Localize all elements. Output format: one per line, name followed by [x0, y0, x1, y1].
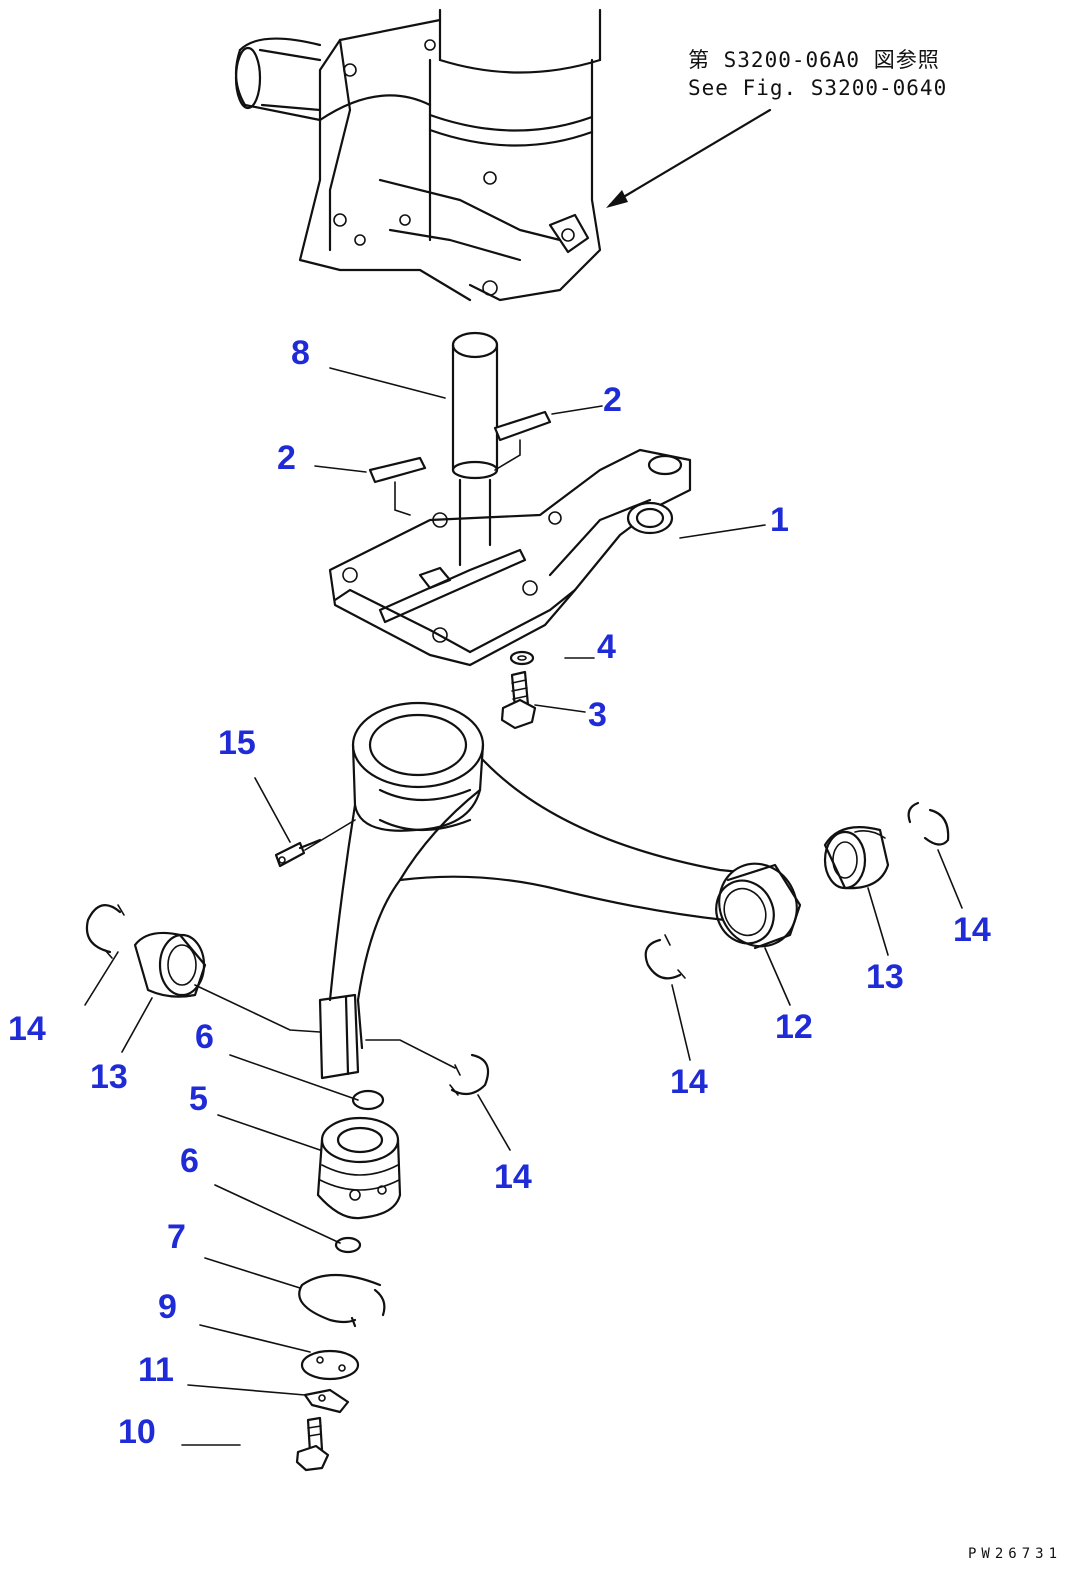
snap-ring-part-14-d	[449, 1053, 490, 1096]
drawing-code: PW26731	[968, 1546, 1063, 1562]
bolt-part-3	[500, 670, 537, 730]
label-part-6-upper: 6	[195, 1018, 214, 1056]
upper-housing	[234, 8, 602, 302]
label-part-2-right: 2	[603, 381, 622, 419]
label-part-8: 8	[291, 334, 310, 372]
reference-arrow	[606, 108, 772, 208]
snap-ring-part-14-b	[907, 801, 950, 846]
o-ring-part-6b	[334, 1236, 362, 1254]
bushing-part-12	[715, 862, 802, 950]
key-part-2b	[493, 410, 552, 442]
label-part-15: 15	[218, 724, 256, 762]
leader-lines	[84, 367, 963, 1446]
plate-part-9	[300, 1349, 360, 1381]
o-ring-part-6a	[351, 1089, 385, 1111]
label-part-4: 4	[597, 628, 616, 666]
washer-part-4	[509, 650, 535, 666]
label-part-11: 11	[138, 1351, 174, 1389]
label-part-1: 1	[770, 501, 789, 539]
label-part-14-lower: 14	[494, 1158, 532, 1196]
bushing-part-13-left	[133, 931, 207, 998]
bolt-part-10	[295, 1416, 330, 1472]
steering-arm-part-1	[328, 448, 692, 667]
grease-fitting-part-15	[274, 838, 322, 868]
lock-washer-part-11	[303, 1388, 350, 1414]
label-part-14-left: 14	[8, 1010, 46, 1048]
pin-part-8	[451, 331, 499, 567]
label-part-7: 7	[167, 1218, 186, 1256]
lower-arm	[318, 701, 742, 1080]
bushing-part-13-right	[823, 826, 890, 890]
label-part-9: 9	[158, 1288, 177, 1326]
label-part-2-left: 2	[277, 439, 296, 477]
snap-ring-part-14-c	[644, 934, 686, 980]
label-part-3: 3	[588, 696, 607, 734]
ball-joint-part-5	[316, 1116, 402, 1220]
label-part-6-lower: 6	[180, 1142, 199, 1180]
label-part-5: 5	[189, 1080, 208, 1118]
reference-note-en: See Fig. S3200-0640	[688, 76, 948, 100]
label-part-12: 12	[775, 1008, 813, 1046]
key-part-2a	[368, 456, 427, 484]
circlip-part-7	[298, 1273, 386, 1328]
reference-note-jp: 第 S3200-06A0 図参照	[688, 48, 940, 72]
snap-ring-part-14-a	[85, 904, 125, 959]
label-part-13-left: 13	[90, 1058, 128, 1096]
label-part-10: 10	[118, 1413, 156, 1451]
label-part-14-mid: 14	[670, 1063, 708, 1101]
label-part-13-right: 13	[866, 958, 904, 996]
label-part-14-right: 14	[953, 911, 991, 949]
